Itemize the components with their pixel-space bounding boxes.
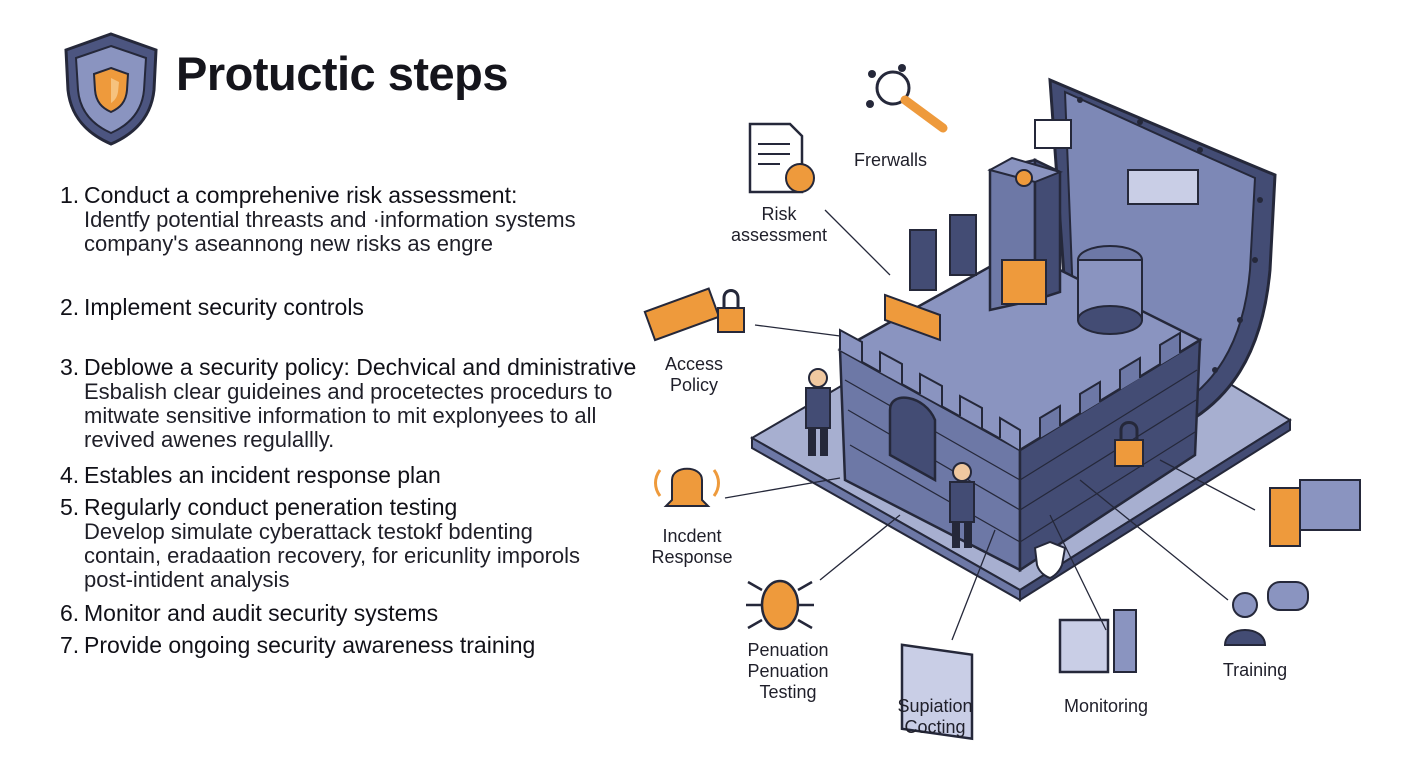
step-line: revived awenes regulallly. (84, 427, 335, 452)
step-1: 1.Conduct a comprehenive risk assessment… (60, 182, 660, 256)
step-5: 5.Regularly conduct peneration testing D… (60, 494, 660, 592)
document-lock-icon (748, 122, 815, 194)
page-title: Protuctic steps (176, 47, 509, 100)
step-number: 4. (60, 462, 80, 488)
label-firewalls: Frerwalls (854, 150, 928, 170)
label-incident-response: Incdent Response (651, 526, 733, 567)
step-heading: Estables an incident response plan (84, 462, 441, 488)
label-training: Training (1222, 660, 1288, 680)
label-monitoring: Monitoring (1063, 696, 1149, 716)
step-line: mitwate sensitive information to mit exp… (84, 403, 597, 428)
step-7: 7.Provide ongoing security awareness tra… (60, 632, 660, 658)
trainer-chat-icon (1223, 581, 1309, 646)
step-line: Esbalish clear guideines and procetectes… (84, 379, 613, 404)
bug-icon (746, 579, 814, 631)
step-heading: Implement security controls (84, 294, 364, 320)
step-3: 3.Deblowe a security policy: Dechvical a… (60, 354, 660, 452)
step-number: 1. (60, 182, 80, 208)
alarm-bell-icon (654, 467, 720, 507)
step-line: contain, eradaation recovery, for ericun… (84, 543, 581, 568)
label-access-policy: Access Policy (664, 354, 724, 395)
step-line: Develop simulate cyberattack testokf bde… (84, 519, 533, 544)
step-heading: Regularly conduct peneration testing (84, 494, 458, 520)
shield-logo-icon (64, 32, 158, 146)
step-4: 4.Estables an incident response plan (60, 462, 660, 488)
laptop-stack-icon (1269, 479, 1361, 547)
step-line: company's aseannong new risks as engre (84, 231, 493, 256)
step-2: 2.Implement security controls (60, 294, 660, 320)
castle-walls (837, 156, 1203, 580)
security-castle-diagram: Frerwalls Risk assessment Access Policy … (640, 60, 1408, 768)
header: Protuctic steps (56, 28, 616, 148)
magnifier-network-icon (866, 64, 948, 133)
step-line: post-intident analysis (84, 567, 290, 592)
castle-illustration (643, 64, 1361, 741)
key-lock-icon (643, 287, 745, 342)
step-line: Identfy potential threasts and ·informat… (84, 207, 576, 232)
monitor-icon (1058, 609, 1137, 674)
step-heading: Conduct a comprehenive risk assessment: (84, 182, 518, 208)
label-risk-assessment: Risk assessment (730, 204, 828, 245)
guard-figure-icon (949, 462, 975, 548)
step-number: 3. (60, 354, 80, 380)
label-simulation-cocting: Supiation Cocting (897, 696, 973, 737)
label-penetration-testing: Penuation Penuation Testing (747, 640, 829, 702)
step-number: 6. (60, 600, 80, 626)
step-heading: Provide ongoing security awareness train… (84, 632, 536, 658)
step-number: 2. (60, 294, 80, 320)
step-6: 6.Monitor and audit security systems (60, 600, 660, 626)
step-number: 5. (60, 494, 80, 520)
step-heading: Deblowe a security policy: Dechvical and… (84, 354, 637, 380)
guard-figure-icon (805, 368, 831, 456)
simulation-screen-icon (900, 643, 974, 741)
step-number: 7. (60, 632, 80, 658)
step-heading: Monitor and audit security systems (84, 600, 439, 626)
